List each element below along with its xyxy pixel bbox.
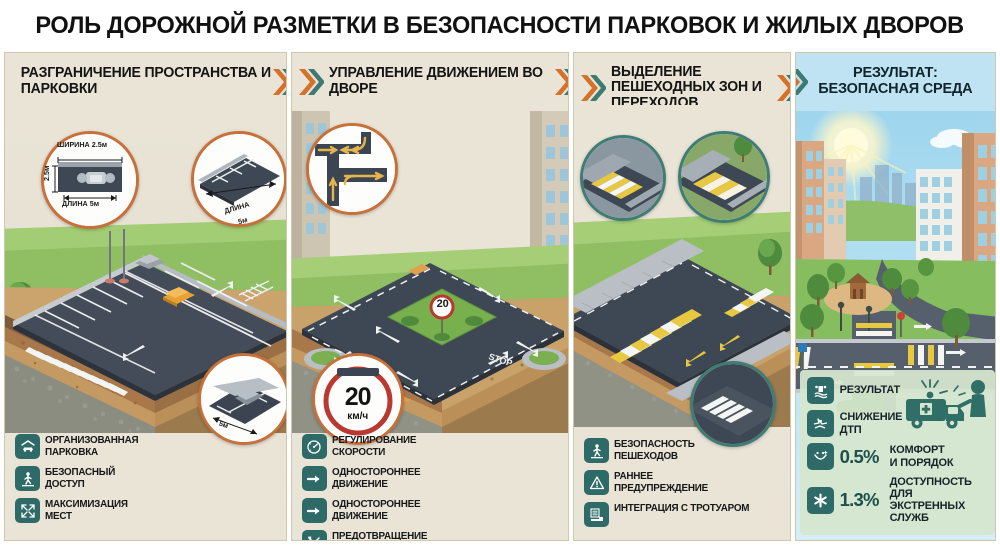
chevron-right-icon [554, 67, 569, 97]
result-row-emergency-access: 1.3% ДОСТУПНОСТЬ ДЛЯ ЭКСТРЕННЫХ СЛУЖБ [806, 476, 989, 525]
callout-parking-space-dimensions [41, 131, 139, 229]
building-left-4 [795, 141, 846, 263]
chevron-right-icon [272, 67, 286, 97]
ambulance-illustration [900, 373, 992, 444]
crash-reduction-icon [806, 410, 834, 437]
callout-parking-row-length [191, 131, 286, 227]
legend-item-one-way-a: ОДНОСТОРОННЕЕ ДВИЖЕНИЕ [301, 466, 432, 491]
car-grey [135, 254, 165, 269]
page-title: РОЛЬ ДОРОЖНОЙ РАЗМЕТКИ В БЕЗОПАСНОСТИ ПА… [35, 12, 965, 39]
speed-limit-value: 20 [344, 383, 372, 411]
panel-1-header: РАЗГРАНИЧЕНИЕ ПРОСТРАНСТВА И ПАРКОВКИ [5, 53, 286, 111]
chevron-right-icon [776, 73, 790, 103]
callout-crosswalk-zebra-bottom [690, 361, 777, 447]
result-label: ДОСТУПНОСТЬ ДЛЯ ЭКСТРЕННЫХ СЛУЖБ [889, 476, 972, 525]
legend-label: ОДНОСТОРОННЕЕ ДВИЖЕНИЕ [331, 467, 421, 490]
chevron-left-marker-icon [298, 67, 324, 97]
crosswalk-horizontal-left [795, 347, 811, 369]
panel-4-header: РЕЗУЛЬТАТ: БЕЗОПАСНАЯ СРЕДА [795, 53, 995, 111]
legend-label: БЕЗОПАСНОСТЬ ПЕШЕХОДОВ [614, 439, 695, 462]
callout-lane-direction-diagram [305, 123, 398, 215]
callout-speed-limit-sign [311, 353, 404, 445]
crosswalk-horizontal-right [907, 345, 944, 365]
panel-3-header: ВЫДЕЛЕНИЕ ПЕШЕХОДНЫХ ЗОН И ПЕРЕХОДОВ [574, 53, 790, 123]
result-label: КОМФОРТ И ПОРЯДОК [889, 444, 954, 469]
legend-label: ОДНОСТОРОННЕЕ ДВИЖЕНИЕ [331, 499, 421, 522]
panel-3-title: ВЫДЕЛЕНИЕ ПЕШЕХОДНЫХ ЗОН И ПЕРЕХОДОВ [611, 63, 763, 111]
sidewalk-icon [584, 502, 610, 527]
pedestrian-icon [584, 438, 610, 463]
legend-item-space-maximization: МАКСИМИЗАЦИЯ МЕСТ [15, 498, 278, 523]
panel-4-title: РЕЗУЛЬТАТ: БЕЗОПАСНАЯ СРЕДА [818, 65, 973, 97]
result-row-outcome: РЕЗУЛЬТАТ [806, 377, 989, 404]
result-label: СНИЖЕНИЕ ДТП [839, 411, 903, 436]
legend-item-organized-parking: ОРГАНИЗОВАННАЯ ПАРКОВКА [15, 434, 145, 459]
legend-label: ИНТЕГРАЦИЯ С ТРОТУАРОМ [614, 503, 750, 514]
panel-container: РАЗГРАНИЧЕНИЕ ПРОСТРАНСТВА И ПАРКОВКИ [0, 52, 1000, 545]
label-parking-length: ДЛИНА 5м [62, 199, 100, 208]
panel-2-legend: РЕГУЛИРОВАНИЕ СКОРОСТИ ОДНОСТОРОННЕЕ ДВИ… [292, 428, 569, 540]
panel-pedestrian-zones: ВЫДЕЛЕНИЕ ПЕШЕХОДНЫХ ЗОН И ПЕРЕХОДОВ [573, 52, 791, 541]
panel-3-legend: БЕЗОПАСНОСТЬ ПЕШЕХОДОВ РАННЕЕ ПРЕДУПРЕЖД… [574, 432, 789, 540]
result-row-comfort: 0.5% КОМФОРТ И ПОРЯДОК [806, 443, 989, 470]
panel-2-header: УПРАВЛЕНИЕ ДВИЖЕНИЕМ ВО ДВОРЕ [292, 53, 569, 111]
legend-label: БЕЗОПАСНЫЙ ДОСТУП [45, 467, 116, 490]
legend-item-one-way-b: ОДНОСТОРОННЕЕ ДВИЖЕНИЕ [301, 498, 432, 523]
result-row-crash-reduction: СНИЖЕНИЕ ДТП [806, 410, 989, 437]
warning-triangle-icon [584, 470, 610, 495]
legend-item-conflict-prevention: ПРЕДОТВРАЩЕНИЕ КОНФЛИКТОВ [301, 530, 432, 541]
smiley-icon [806, 443, 834, 470]
result-value: 1.3% [839, 489, 880, 511]
callout-single-space-length [198, 353, 286, 445]
zebra-main [610, 309, 703, 363]
panel-1-legend: ОРГАНИЗОВАННАЯ ПАРКОВКА БЕЗОПАСНЫЙ ДОСТУ… [5, 428, 286, 540]
results-box: РЕЗУЛЬТАТ СНИЖЕНИЕ ДТП [799, 370, 995, 535]
speed-limit-unit: км/ч [347, 411, 369, 422]
label-parking-width: ШИРИНА 2.5м [57, 140, 108, 149]
legend-item-sidewalk-integration: ИНТЕГРАЦИЯ С ТРОТУАРОМ [584, 502, 781, 527]
callout-crosswalk-zebra-left [580, 135, 667, 221]
chevron-left-marker-icon [580, 73, 607, 103]
panel-yard-traffic-management: УПРАВЛЕНИЕ ДВИЖЕНИЕМ ВО ДВОРЕ [290, 52, 570, 541]
legend-label: ОРГАНИЗОВАННАЯ ПАРКОВКА [45, 435, 139, 458]
expand-arrows-icon [15, 498, 40, 523]
result-icon [806, 377, 834, 404]
playground-structure [845, 273, 870, 299]
legend-item-safe-access: БЕЗОПАСНЫЙ ДОСТУП [15, 466, 145, 491]
label-parking-depth: 2.5м [42, 165, 51, 181]
medical-star-icon [806, 486, 834, 514]
pedestrian-icon [15, 466, 40, 491]
legend-label: ПРЕДОТВРАЩЕНИЕ КОНФЛИКТОВ [331, 531, 427, 541]
speed-sign-island [429, 294, 455, 335]
tools-icon [301, 530, 327, 540]
chevron-left-marker-icon [795, 67, 808, 97]
callout-crosswalk-zebra-right [678, 131, 771, 223]
panel-1-title: РАЗГРАНИЧЕНИЕ ПРОСТРАНСТВА И ПАРКОВКИ [20, 65, 271, 97]
panel-space-delimitation: РАЗГРАНИЧЕНИЕ ПРОСТРАНСТВА И ПАРКОВКИ [4, 52, 287, 541]
car-shelter-icon [15, 434, 40, 459]
island-speed-value: 20 [436, 298, 449, 310]
panel-2-title: УПРАВЛЕНИЕ ДВИЖЕНИЕМ ВО ДВОРЕ [328, 65, 543, 97]
panel-result-safe-environment: РЕЗУЛЬТАТ: БЕЗОПАСНАЯ СРЕДА [794, 52, 996, 541]
result-value: 0.5% [839, 445, 880, 467]
legend-label: МАКСИМИЗАЦИЯ МЕСТ [45, 499, 128, 522]
result-label: РЕЗУЛЬТАТ [839, 384, 901, 397]
arrow-right-icon [301, 466, 327, 491]
legend-item-early-warning: РАННЕЕ ПРЕДУПРЕЖДЕНИЕ [584, 470, 781, 495]
car-orange [163, 287, 195, 307]
legend-label: РАННЕЕ ПРЕДУПРЕЖДЕНИЕ [614, 471, 709, 494]
crosswalk-vertical-upper [855, 323, 892, 336]
legend-item-speed-control: РЕГУЛИРОВАНИЕ СКОРОСТИ [301, 434, 432, 459]
legend-label: РЕГУЛИРОВАНИЕ СКОРОСТИ [331, 435, 417, 458]
speedometer-icon [301, 434, 327, 459]
infographic-title-bar: РОЛЬ ДОРОЖНОЙ РАЗМЕТКИ В БЕЗОПАСНОСТИ ПА… [0, 0, 1000, 52]
zebra-secondary [724, 288, 775, 317]
legend-item-pedestrian-safety: БЕЗОПАСНОСТЬ ПЕШЕХОДОВ [584, 438, 781, 463]
arrow-right-icon [301, 498, 327, 523]
